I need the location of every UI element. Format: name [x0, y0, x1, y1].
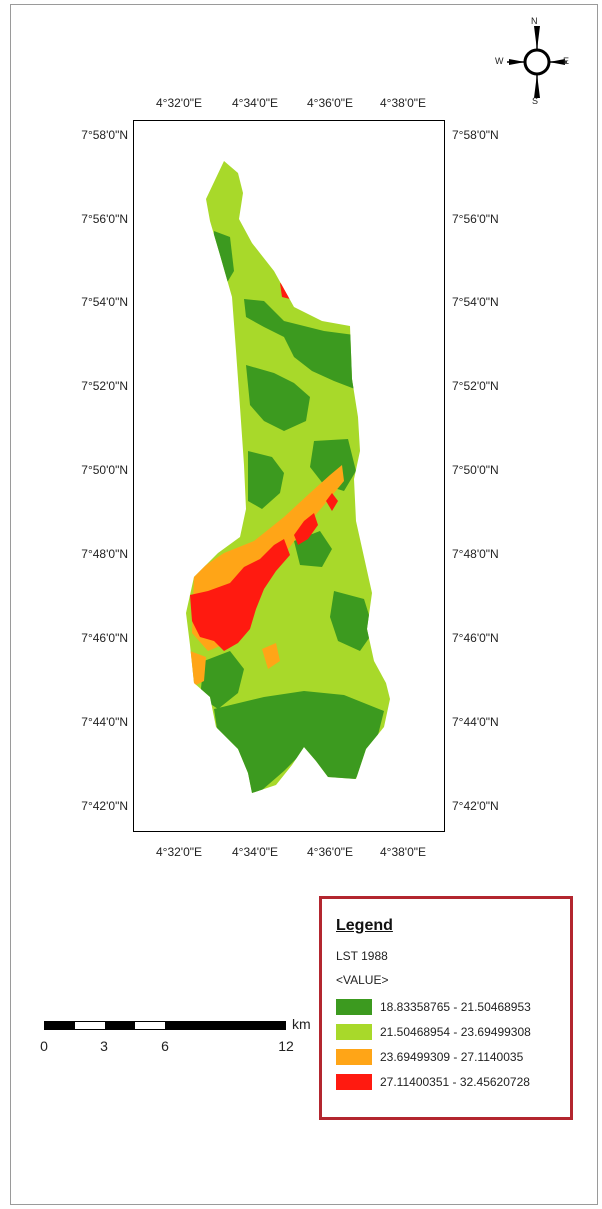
compass-w-label: W	[495, 56, 504, 66]
legend-swatch	[336, 1049, 372, 1065]
lst-raster-map	[186, 161, 390, 793]
right-tick-label: 7°56'0"N	[452, 212, 499, 226]
lst-class-region	[200, 231, 384, 793]
left-tick-label: 7°42'0"N	[81, 799, 128, 813]
left-tick-label: 7°46'0"N	[81, 631, 128, 645]
scale-bar	[44, 1021, 286, 1030]
scale-bar-segment	[45, 1022, 75, 1029]
scale-bar-segment	[75, 1022, 105, 1029]
legend-swatch	[336, 1074, 372, 1090]
scale-label: 3	[100, 1038, 108, 1054]
bottom-tick-label: 4°38'0"E	[379, 845, 427, 859]
scale-label: 6	[161, 1038, 169, 1054]
map-layout-frame	[10, 4, 598, 1205]
right-tick-label: 7°48'0"N	[452, 547, 499, 561]
legend-item-label: 27.11400351 - 32.45620728	[380, 1075, 530, 1089]
left-tick-label: 7°56'0"N	[81, 212, 128, 226]
scale-bar-segment	[105, 1022, 135, 1029]
bottom-tick-label: 4°32'0"E	[155, 845, 203, 859]
scale-bar-segment	[165, 1022, 285, 1029]
right-tick-label: 7°50'0"N	[452, 463, 499, 477]
right-tick-label: 7°54'0"N	[452, 295, 499, 309]
bottom-tick-label: 4°36'0"E	[306, 845, 354, 859]
right-tick-label: 7°44'0"N	[452, 715, 499, 729]
map-data-frame[interactable]	[133, 120, 445, 832]
left-tick-label: 7°50'0"N	[81, 463, 128, 477]
legend-title: Legend	[336, 917, 393, 934]
right-tick-label: 7°52'0"N	[452, 379, 499, 393]
legend-swatch	[336, 1024, 372, 1040]
scale-label: 12	[278, 1038, 294, 1054]
compass-rose-icon	[507, 26, 567, 98]
left-tick-label: 7°52'0"N	[81, 379, 128, 393]
compass-n-label: N	[531, 16, 538, 26]
compass-s-label: S	[532, 96, 539, 106]
legend-swatch	[336, 999, 372, 1015]
legend-field-name: <VALUE>	[336, 973, 389, 987]
legend-item-label: 23.69499309 - 27.1140035	[380, 1050, 524, 1064]
right-tick-label: 7°58'0"N	[452, 128, 499, 142]
top-tick-label: 4°32'0"E	[155, 96, 203, 110]
legend-item-label: 21.50468954 - 23.69499308	[380, 1025, 531, 1039]
top-tick-label: 4°34'0"E	[231, 96, 279, 110]
bottom-tick-label: 4°34'0"E	[231, 845, 279, 859]
legend-box: Legend LST 1988 <VALUE> 18.83358765 - 21…	[319, 896, 573, 1120]
top-tick-label: 4°38'0"E	[379, 96, 427, 110]
scale-label: 0	[40, 1038, 48, 1054]
left-tick-label: 7°44'0"N	[81, 715, 128, 729]
left-tick-label: 7°54'0"N	[81, 295, 128, 309]
scale-unit-label: km	[292, 1016, 311, 1032]
right-tick-label: 7°46'0"N	[452, 631, 499, 645]
right-tick-label: 7°42'0"N	[452, 799, 499, 813]
compass-e-label: E	[563, 56, 570, 66]
left-tick-label: 7°58'0"N	[81, 128, 128, 142]
top-tick-label: 4°36'0"E	[306, 96, 354, 110]
north-arrow: N S E W	[495, 16, 577, 108]
legend-item-label: 18.83358765 - 21.50468953	[380, 1000, 531, 1014]
lst-classified-surface	[186, 161, 390, 793]
scale-bar-segment	[135, 1022, 165, 1029]
legend-layer-name: LST 1988	[336, 949, 388, 963]
left-tick-label: 7°48'0"N	[81, 547, 128, 561]
